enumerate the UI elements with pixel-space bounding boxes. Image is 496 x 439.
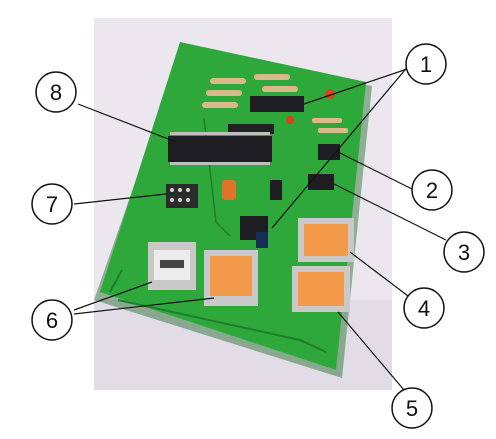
leader-line-2 (337, 151, 415, 191)
leader-line-1b (303, 67, 411, 105)
callout-8: 8 (35, 71, 77, 113)
resistor (254, 74, 290, 80)
pin (170, 198, 174, 202)
resistor-array (202, 74, 298, 108)
usb-port-4 (298, 218, 354, 262)
usb-opening (210, 256, 252, 296)
callout-label: 1 (420, 52, 432, 77)
pin (178, 198, 182, 202)
callout-label: 7 (46, 192, 58, 217)
usb-port-6 (148, 242, 196, 290)
usb-port-5 (292, 266, 350, 312)
pcb-board (94, 42, 372, 378)
callout-6: 6 (31, 299, 73, 341)
callout-4: 4 (403, 287, 445, 329)
pcb-trace (109, 269, 123, 293)
resistor (318, 128, 348, 133)
leader-line-3 (333, 183, 447, 241)
callout-label: 5 (406, 396, 418, 421)
callout-circle (443, 231, 485, 273)
resistor (202, 102, 238, 108)
callout-2: 2 (411, 169, 453, 211)
leader-line-7 (73, 193, 167, 205)
callout-3: 3 (443, 231, 485, 273)
leader-line-6 (73, 281, 153, 311)
pin (186, 198, 190, 202)
callout-circle (411, 169, 453, 211)
callout-circle (405, 43, 447, 85)
callout-7: 7 (31, 183, 73, 225)
ic-chip-3 (308, 174, 334, 190)
leader-line-8 (77, 103, 177, 143)
leader-line-6b (73, 297, 215, 315)
pin (170, 188, 174, 192)
ic-chip-small (250, 96, 304, 112)
pcb-trace (117, 299, 327, 353)
callouts: 1 2 3 4 5 6 7 8 (31, 43, 485, 429)
ic-pin-row (170, 132, 270, 135)
callout-leaders (73, 63, 447, 391)
callout-label: 2 (426, 178, 438, 203)
callout-circle (403, 287, 445, 329)
callout-label: 4 (418, 296, 430, 321)
leader-line-1 (271, 63, 411, 229)
callout-circle (31, 183, 73, 225)
pin-header (166, 184, 198, 208)
component (270, 180, 282, 200)
callout-circle (391, 387, 433, 429)
photo (94, 18, 392, 390)
resistor (210, 78, 246, 84)
callout-circle (35, 71, 77, 113)
callout-circle (31, 299, 73, 341)
capacitor-electrolytic (256, 232, 268, 248)
pin (186, 188, 190, 192)
usb-port-6b (204, 250, 258, 306)
usb-opening (304, 224, 348, 256)
leader-line-5 (337, 311, 405, 391)
callout-label: 6 (46, 308, 58, 333)
usb-opening (298, 272, 344, 306)
pin (178, 188, 182, 192)
leader-line-4 (349, 251, 409, 297)
ic-chip-2 (318, 144, 340, 160)
callout-5: 5 (391, 387, 433, 429)
capacitor-orange (222, 180, 236, 200)
callout-1: 1 (405, 43, 447, 85)
ic-pin-row (170, 162, 270, 165)
callout-label: 8 (50, 80, 62, 105)
resistor (312, 118, 342, 123)
ic-chip-large (168, 136, 272, 162)
resistor (206, 90, 242, 96)
usb-tongue (160, 260, 184, 268)
led-red (286, 116, 294, 124)
resistor (262, 86, 298, 92)
pin-header-body (166, 184, 198, 208)
ic-pins (170, 132, 270, 165)
header-strip (228, 124, 274, 134)
callout-label: 3 (458, 240, 470, 265)
